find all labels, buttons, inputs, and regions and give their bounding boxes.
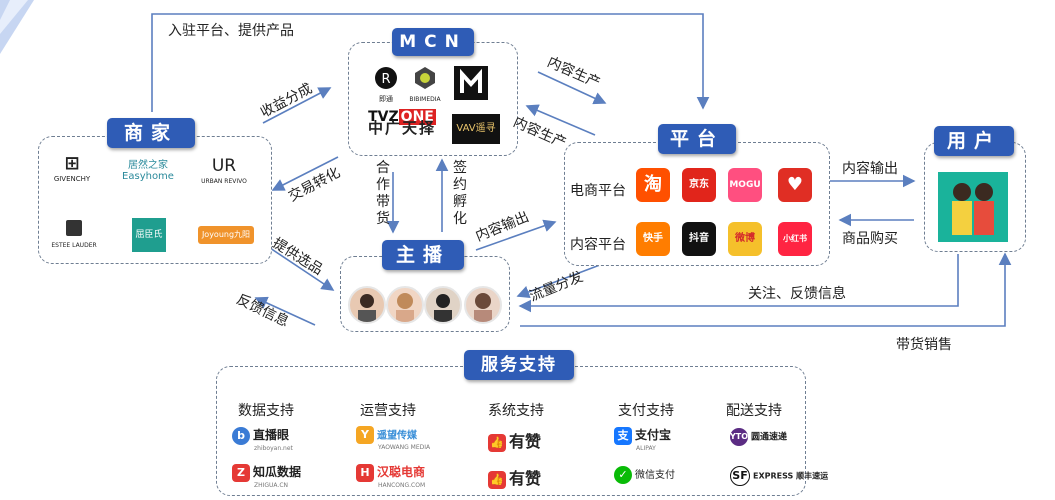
service-col-payment-label: 支付支持 <box>618 403 674 419</box>
mcn-logo-m <box>454 66 488 100</box>
service-col-ops-label: 运营支持 <box>360 403 416 419</box>
merchant-logo-easyhome: 居然之家 Easyhome <box>122 160 174 182</box>
wechat-pay-logo: ✓微信支付 <box>614 466 675 484</box>
mcn-header: MCN <box>392 28 474 56</box>
edge-label-sales: 带货销售 <box>896 337 952 353</box>
mogu-icon: MOGU <box>728 168 762 202</box>
weibo-icon: 微博 <box>728 222 762 256</box>
youzan-logo-2: 👍有赞 <box>488 465 541 489</box>
youzan-logo-1: 👍有赞 <box>488 428 541 452</box>
kuaishou-icon: 快手 <box>636 222 670 256</box>
anchor-header: 主播 <box>382 240 464 270</box>
mcn-logo-vav: VAV遥寻 <box>452 114 500 144</box>
user-illustration <box>938 172 1008 242</box>
user-header: 用户 <box>934 126 1014 156</box>
pinduoduo-icon: ♥ <box>778 168 812 202</box>
mcn-logo-jitong: R 即通 <box>372 66 400 105</box>
edge-label-top: 入驻平台、提供产品 <box>168 23 294 39</box>
service-col-data-label: 数据支持 <box>238 403 294 419</box>
edge-label-coop: 合作带货 <box>376 160 390 227</box>
douyin-icon: 抖音 <box>682 222 716 256</box>
edge-label-purchase: 商品购买 <box>842 231 898 247</box>
anchor-avatar-2 <box>386 286 424 324</box>
service-col-delivery-label: 配送支持 <box>726 403 782 419</box>
anchor-avatar-4 <box>464 286 502 324</box>
mcn-logo-bibi: BIBIMEDIA <box>408 66 442 105</box>
edge-label-sign: 签约孵化 <box>453 160 467 227</box>
merchant-logo-estee: ESTEE LAUDER <box>46 220 102 251</box>
jd-icon: 京东 <box>682 168 716 202</box>
merchant-header: 商家 <box>107 118 195 148</box>
platform-row-ecommerce-label: 电商平台 <box>570 183 626 199</box>
taobao-icon: 淘 <box>636 168 670 202</box>
anchor-avatar-3 <box>424 286 462 324</box>
xiaohongshu-icon: 小红书 <box>778 222 812 256</box>
service-col-system-label: 系统支持 <box>488 403 544 419</box>
platform-row-content-label: 内容平台 <box>570 237 626 253</box>
edge-label-platform-user: 内容输出 <box>842 161 898 177</box>
corner-decoration <box>0 0 60 60</box>
service-box <box>216 366 806 496</box>
merchant-logo-joyoung: Joyoung九阳 <box>198 226 254 244</box>
edge-label-follow: 关注、反馈信息 <box>748 286 846 302</box>
platform-header: 平台 <box>658 124 736 154</box>
merchant-logo-givenchy: ⊞ GIVENCHY <box>53 153 91 184</box>
service-header: 服务支持 <box>464 350 574 380</box>
svg-text:R: R <box>381 72 390 87</box>
anchor-avatar-1 <box>348 286 386 324</box>
merchant-logo-watsons: 屈臣氏 <box>132 218 166 252</box>
merchant-logo-ur: UR URBAN REVIVO <box>201 156 247 185</box>
